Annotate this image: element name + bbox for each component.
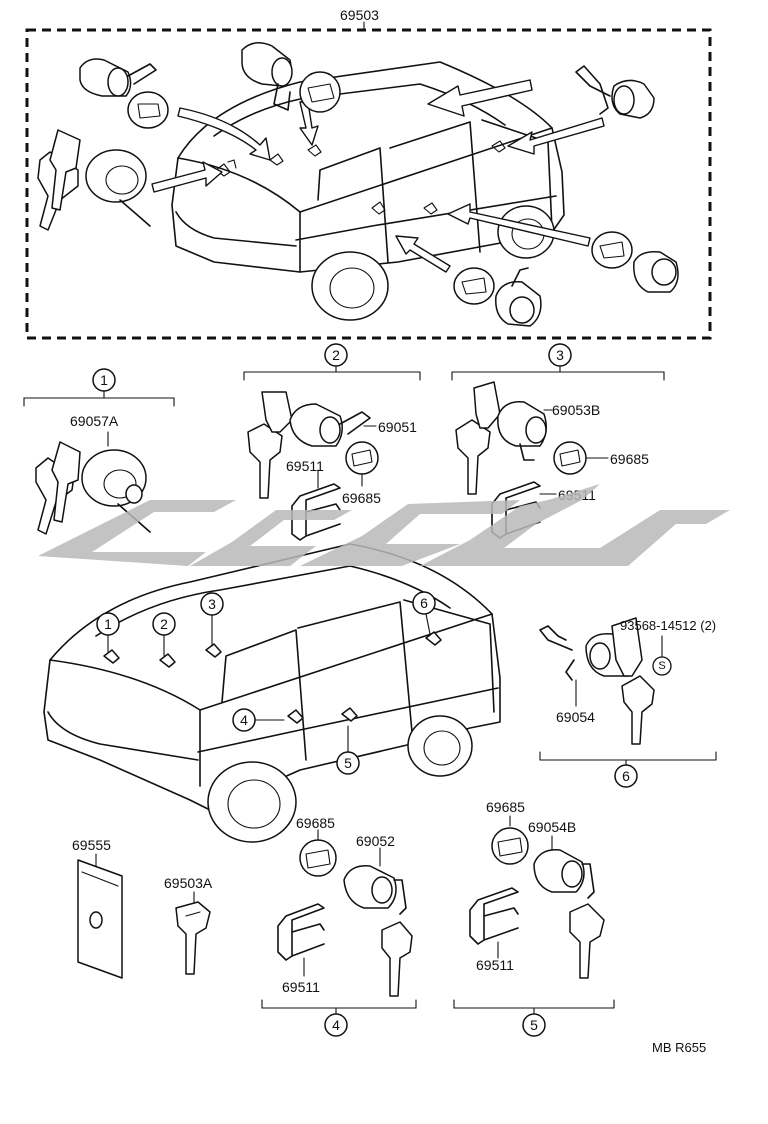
group-4-part-69052: 69052 bbox=[356, 833, 395, 849]
van-callout-4: 4 bbox=[240, 712, 248, 728]
group-2-part-69051: 69051 bbox=[378, 419, 417, 435]
group-3-number: 3 bbox=[556, 347, 564, 363]
van-callout-6: 6 bbox=[420, 595, 428, 611]
group-4 bbox=[261, 829, 417, 1037]
group-1-callout-circle bbox=[92, 368, 116, 392]
assembly-part-number: 69503 bbox=[340, 7, 379, 23]
group-5-part-69511: 69511 bbox=[476, 957, 514, 973]
group-3-part-69053B: 69053B bbox=[552, 402, 600, 418]
van-main-illustration bbox=[43, 543, 501, 843]
group-4-number: 4 bbox=[332, 1017, 340, 1033]
group-3 bbox=[451, 343, 665, 539]
part-69555-label: 69555 bbox=[72, 837, 111, 853]
group-5-part-69685: 69685 bbox=[486, 799, 525, 815]
group-5-number: 5 bbox=[530, 1017, 538, 1033]
key-69503A bbox=[175, 891, 211, 975]
group-3-part-69685: 69685 bbox=[610, 451, 649, 467]
part-69503A-label: 69503A bbox=[164, 875, 213, 891]
assembly-69503-frame bbox=[25, 21, 712, 340]
group-1 bbox=[23, 368, 175, 535]
van-callout-5: 5 bbox=[344, 755, 352, 771]
watermark-mark-4 bbox=[420, 484, 730, 566]
group-6-number: 6 bbox=[622, 768, 630, 784]
group-1-part-69057A: 69057A bbox=[70, 413, 119, 429]
group-2-part-69511: 69511 bbox=[286, 458, 324, 474]
watermark-mark-2 bbox=[190, 510, 352, 566]
group-5 bbox=[453, 815, 615, 1037]
group-6 bbox=[539, 617, 717, 788]
group-6-part-69054: 69054 bbox=[556, 709, 595, 725]
van-top-illustration bbox=[171, 61, 565, 321]
group-4-part-69511: 69511 bbox=[282, 979, 320, 995]
van-callout-1: 1 bbox=[104, 616, 112, 632]
watermark-mark-3 bbox=[300, 500, 520, 566]
group-2-number: 2 bbox=[332, 347, 340, 363]
group-6-part-93568-14512: 93568-14512 (2) bbox=[620, 618, 716, 633]
group-2-part-69685: 69685 bbox=[342, 490, 381, 506]
watermark-logo bbox=[38, 484, 730, 566]
watermark-mark-1 bbox=[38, 500, 236, 566]
assembly-lock-parts bbox=[37, 42, 679, 327]
key-case-69555 bbox=[77, 853, 123, 979]
assembly-pointer-arrows bbox=[151, 79, 605, 273]
group-5-part-69054B: 69054B bbox=[528, 819, 576, 835]
group-6-screw-symbol: S bbox=[658, 660, 665, 672]
group-1-number: 1 bbox=[100, 372, 108, 388]
reference-code: MB R655 bbox=[652, 1040, 706, 1055]
van-callout-3: 3 bbox=[208, 596, 216, 612]
group-4-part-69685: 69685 bbox=[296, 815, 335, 831]
group-2 bbox=[243, 343, 421, 541]
van-callout-2: 2 bbox=[160, 616, 168, 632]
